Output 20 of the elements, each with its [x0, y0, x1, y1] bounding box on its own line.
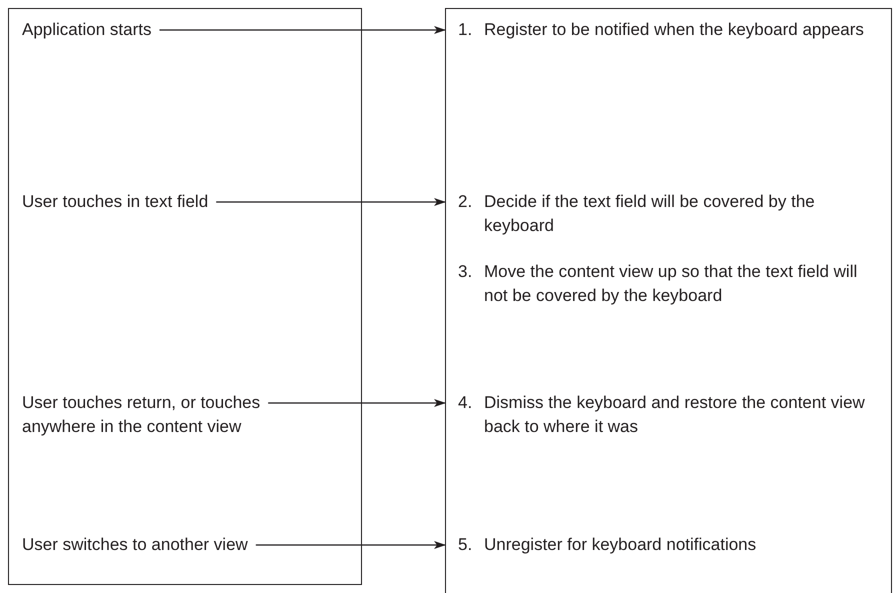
arrow [268, 399, 446, 407]
step-number: 3. [458, 261, 474, 283]
panel-box [445, 8, 892, 593]
step-number: 5. [458, 534, 474, 556]
step-text: Decide if the text field will be covered by the keyboard [484, 191, 816, 237]
arrow [256, 541, 446, 549]
arrow [159, 26, 446, 34]
event-text: User touches in text field [22, 192, 208, 211]
step-text: Register to be notified when the keyboard appears [484, 19, 865, 41]
step-text: Dismiss the keyboard and restore the content view back to where it was [484, 392, 866, 438]
step-text: Move the content view up so that the text field will not be covered by the keyboard [484, 261, 858, 307]
event-text: User touches return, or touches anywhere in the content view [22, 393, 260, 436]
step-number: 2. [458, 191, 474, 213]
event-text: User switches to another view [22, 535, 248, 554]
arrow [216, 198, 446, 206]
step-number: 4. [458, 392, 474, 414]
step-number: 1. [458, 19, 474, 41]
event-text: Application starts [22, 20, 152, 39]
panel-box [8, 8, 362, 585]
step-text: Unregister for keyboard notifications [484, 534, 758, 556]
